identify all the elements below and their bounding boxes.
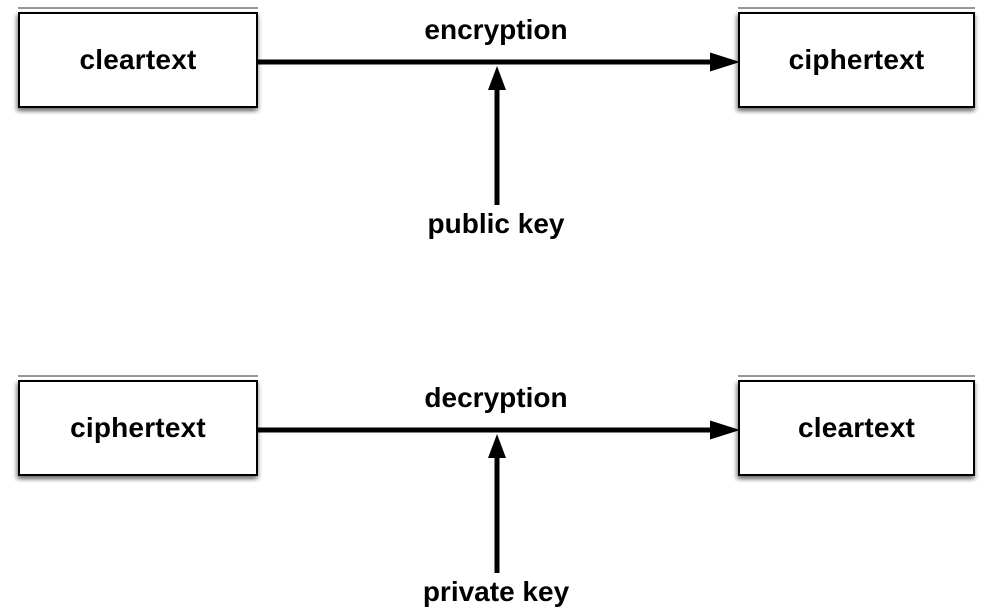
private-key-arrow [488,434,506,573]
encryption-source-box: cleartext [18,7,258,108]
private-key-label: private key [422,576,570,607]
decryption-target-box: cleartext [738,375,975,476]
encryption-flow-arrow [258,52,740,72]
encryption-operation-label: encryption [424,14,568,45]
decryption-flow-row: ciphertext decryption private key cleart… [0,368,994,613]
decryption-target-label: cleartext [798,412,915,443]
decryption-flow-arrow [258,420,740,440]
encryption-flow-row: cleartext encryption public key cipherte… [0,0,994,245]
decryption-source-label: ciphertext [70,412,206,443]
encryption-source-label: cleartext [79,44,197,75]
public-key-arrow [488,66,506,205]
encryption-target-box: ciphertext [738,7,975,108]
encryption-target-label: ciphertext [788,44,925,75]
decryption-source-box: ciphertext [18,375,258,476]
decryption-operation-label: decryption [424,382,568,413]
public-key-label: public key [427,208,565,239]
